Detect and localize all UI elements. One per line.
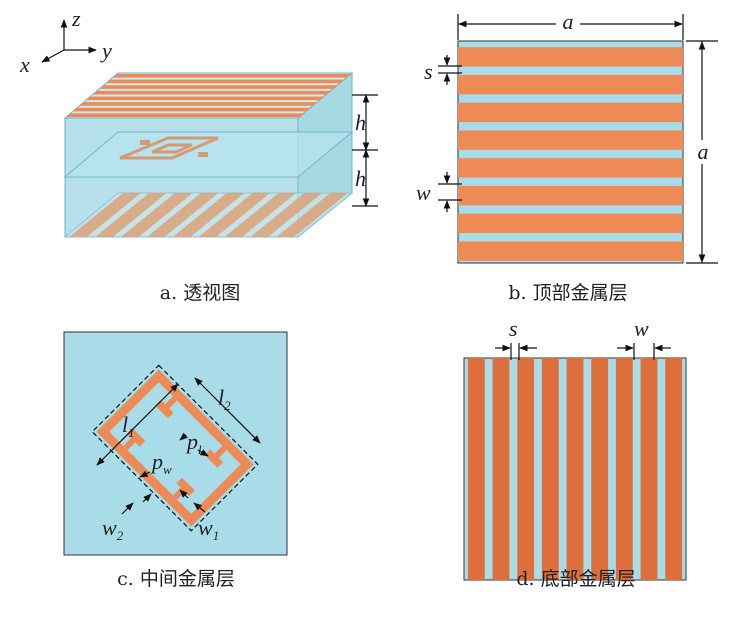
top-strip-3d — [92, 90, 331, 95]
w1-label: w1 — [198, 515, 219, 543]
top-strip — [458, 158, 683, 178]
top-strip — [458, 130, 683, 150]
bottom-strip — [591, 358, 609, 580]
top-strip-3d — [72, 107, 312, 112]
bottom-strip — [541, 358, 559, 580]
s-label-d: s — [509, 316, 518, 341]
top-strip-3d — [66, 113, 305, 117]
bottom-strip — [615, 358, 633, 580]
l2-label: l2 — [218, 385, 231, 413]
middle-resonator-3d — [119, 136, 219, 160]
w-label-b: w — [416, 180, 431, 205]
bottom-strip — [492, 358, 510, 580]
bottom-strip-3d — [224, 193, 297, 237]
panel-d-bottom-layer: s w d. 底部金属层 — [463, 316, 687, 590]
y-axis-label: y — [100, 38, 112, 63]
bottom-strip — [467, 358, 485, 580]
caption-b: b. 顶部金属层 — [508, 282, 627, 304]
bottom-strip — [665, 358, 683, 580]
bottom-strip — [566, 358, 584, 580]
bottom-strip-3d — [276, 193, 348, 237]
top-strip — [458, 74, 683, 95]
bottom-strip-3d — [95, 193, 167, 237]
axis-triad: z y x — [19, 6, 112, 77]
caption-a: a. 透视图 — [160, 282, 240, 304]
a-height-label: a — [698, 139, 709, 164]
top-layer-strips — [458, 47, 683, 261]
bottom-strip-3d — [146, 193, 219, 237]
top-strip — [458, 47, 683, 67]
bottom-metal-strips-3d — [69, 193, 348, 237]
top-strip-3d — [112, 74, 351, 78]
a-width-label: a — [563, 9, 574, 34]
caption-d: d. 底部金属层 — [516, 568, 635, 590]
bottom-strip-3d — [120, 193, 193, 237]
panel-a-perspective: z y x — [19, 6, 378, 304]
bottom-layer-strips — [467, 358, 683, 580]
x-axis-label: x — [19, 52, 30, 77]
l1-dim-line — [96, 383, 179, 466]
bottom-strip-3d — [250, 193, 322, 237]
x-axis-arrow — [41, 49, 65, 63]
top-strip-3d — [99, 85, 338, 89]
h-label-bottom: h — [355, 166, 366, 191]
top-metal-strips-3d — [66, 74, 351, 117]
top-strip-3d — [79, 102, 318, 106]
l1-label: l1 — [122, 412, 135, 440]
top-strip — [458, 241, 683, 261]
top-strip — [458, 102, 683, 123]
z-axis-label: z — [71, 6, 81, 31]
height-dimensions: h h — [352, 94, 378, 207]
l2-dim-line — [194, 377, 261, 444]
bottom-strip-3d — [198, 193, 271, 237]
panel-b-top-layer: a a s w b. 顶部金属层 — [416, 9, 718, 304]
w2-label: w2 — [102, 515, 124, 543]
bottom-strip — [640, 358, 658, 580]
panel-c-middle-layer: l1 l2 pw pl w2 w1 c. 中间金属层 — [63, 331, 288, 590]
top-strip — [458, 185, 683, 206]
top-strip-3d — [86, 96, 325, 101]
pw-label: pw — [150, 449, 172, 477]
caption-c: c. 中间金属层 — [117, 568, 235, 590]
top-strip-3d — [105, 79, 345, 84]
top-strip — [458, 213, 683, 234]
s-label-b: s — [424, 59, 433, 84]
h-label-top: h — [355, 110, 366, 135]
bottom-strip — [517, 358, 535, 580]
w-label-d: w — [634, 316, 649, 341]
bottom-strip-3d — [172, 193, 245, 237]
bottom-strip-3d — [69, 193, 141, 237]
